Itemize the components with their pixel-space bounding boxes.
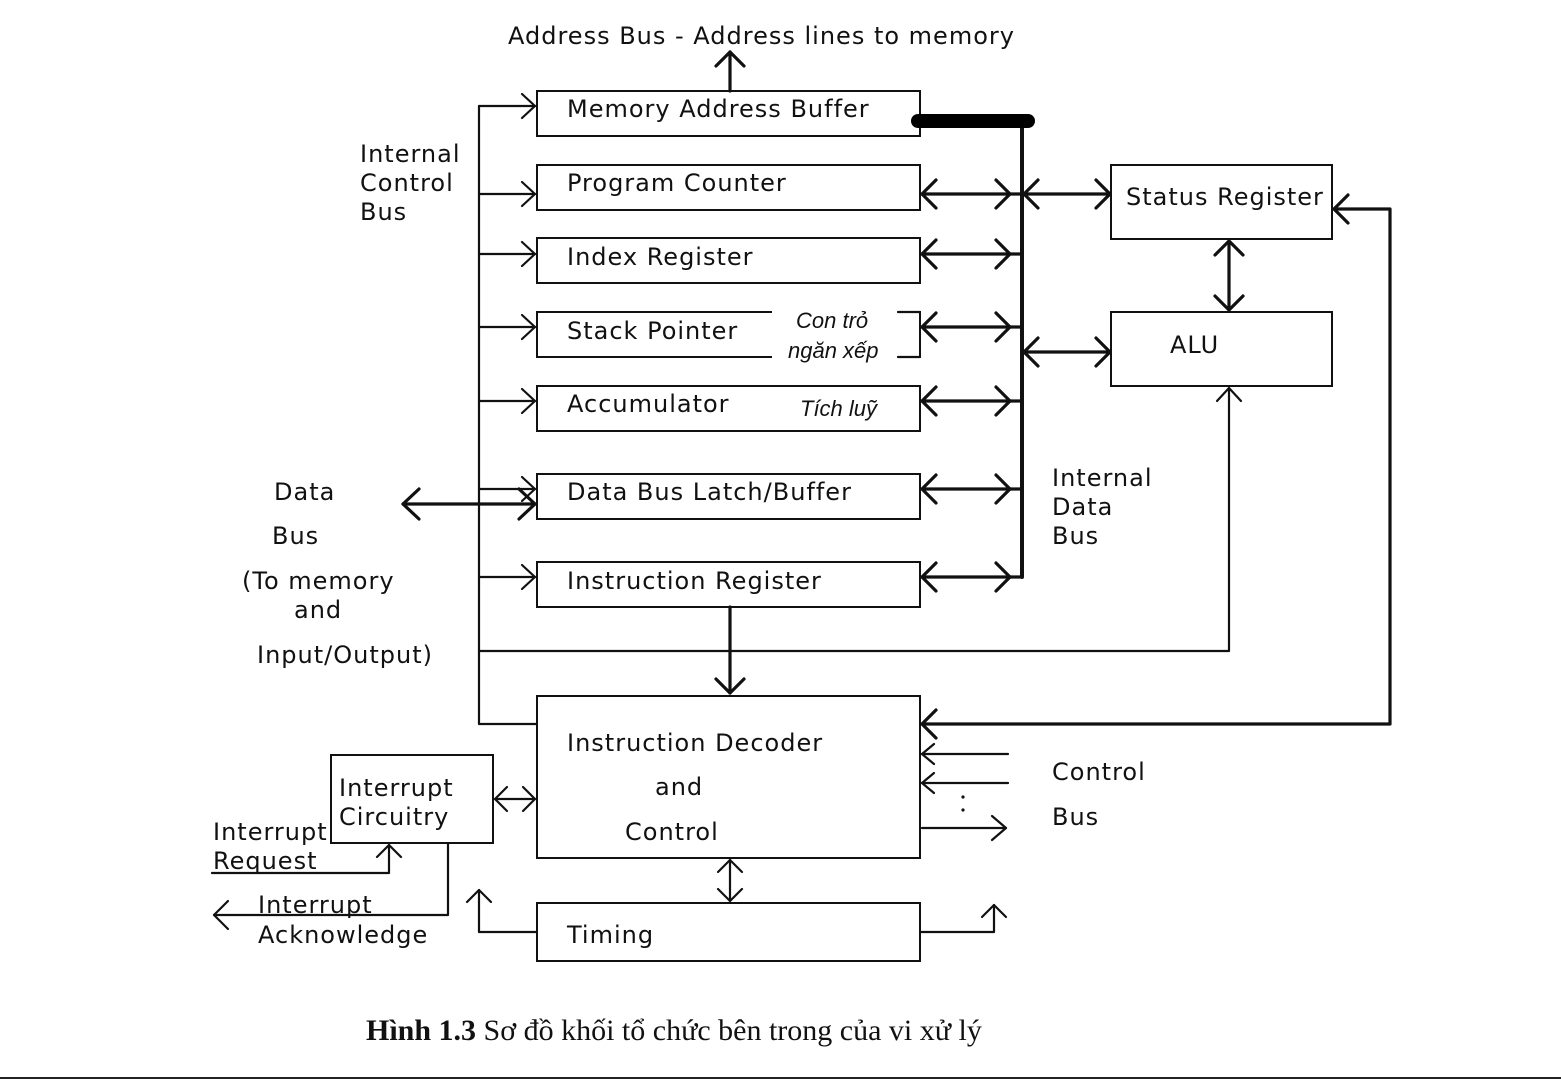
data-bus-label-1: Data (274, 478, 335, 506)
alu-label: ALU (1170, 331, 1219, 359)
index-register-box (536, 237, 921, 284)
address-bus-label: Address Bus - Address lines to memory (508, 22, 1015, 50)
index-register-label: Index Register (567, 243, 754, 271)
interrupt-acknowledge-label-1: Interrupt (258, 891, 373, 919)
stack-pointer-note-gap (772, 305, 898, 365)
status-alu-link (1213, 239, 1245, 312)
internal-data-bus-label-1: Internal (1052, 464, 1153, 492)
accumulator-note: Tích luỹ (800, 396, 879, 421)
address-bus-arrow (714, 50, 746, 93)
interrupt-acknowledge-label-2: Acknowledge (258, 921, 428, 949)
data-bus-latch-box (536, 473, 921, 520)
interrupt-request-label-1: Interrupt (213, 818, 328, 846)
timing-output-lines (465, 888, 1008, 934)
data-bus-label-4: and (294, 596, 342, 624)
instruction-decoder-box (536, 695, 921, 859)
data-bus-label-3: (To memory (242, 567, 395, 595)
instruction-register-label: Instruction Register (567, 567, 822, 595)
interrupt-circuitry-label-2: Circuitry (339, 803, 449, 831)
decoder-label-2: and (655, 773, 703, 801)
accumulator-label: Accumulator (567, 390, 730, 418)
status-register-box (1110, 164, 1333, 240)
interrupt-request-label-2: Request (213, 847, 318, 875)
accumulator-box (536, 385, 921, 432)
data-bus-latch-label: Data Bus Latch/Buffer (567, 478, 852, 506)
ir-to-decoder-arrow (714, 605, 746, 695)
interrupt-circuitry-label-1: Interrupt (339, 774, 454, 802)
internal-data-bus-label-3: Bus (1052, 522, 1099, 550)
data-bus-label-5: Input/Output) (257, 641, 433, 669)
decoder-label-3: Control (625, 818, 719, 846)
stack-pointer-label: Stack Pointer (567, 317, 738, 345)
decoder-status-feedback (920, 193, 1392, 740)
internal-control-bus-label-2: Control (360, 169, 454, 197)
internal-control-bus-label-3: Bus (360, 198, 407, 226)
interrupt-decoder-link (493, 785, 537, 813)
pc-label: Program Counter (567, 169, 787, 197)
internal-data-bus (911, 114, 1112, 593)
status-register-label: Status Register (1126, 183, 1324, 211)
register-blocks (330, 90, 1333, 962)
figure-caption-number: Hình 1.3 (366, 1014, 476, 1047)
figure-caption: Hình 1.3 Sơ đồ khối tổ chức bên trong củ… (366, 1014, 982, 1047)
interrupt-signal-lines (210, 841, 450, 931)
stack-pointer-note-1: Con trỏ (796, 308, 868, 333)
decoder-timing-link (716, 858, 744, 903)
data-bus-label-2: Bus (272, 522, 319, 550)
figure-caption-text: Sơ đồ khối tổ chức bên trong của vi xử l… (476, 1014, 982, 1047)
external-data-bus-arrow (401, 487, 537, 521)
stack-pointer-note-2: ngăn xếp (788, 338, 879, 363)
control-bus-label-2: Bus (1052, 803, 1099, 831)
bottom-rule (0, 1077, 1561, 1079)
memory-address-buffer-box (536, 90, 921, 137)
control-bus-lines (920, 742, 1010, 842)
timing-label: Timing (566, 921, 654, 949)
mab-label: Memory Address Buffer (567, 95, 870, 123)
control-bus-label-1: Control (1052, 758, 1146, 786)
alu-box (1110, 311, 1333, 387)
interrupt-circuitry-box (330, 754, 494, 844)
program-counter-box (536, 164, 921, 211)
decoder-label-1: Instruction Decoder (567, 729, 823, 757)
internal-control-bus-label-1: Internal (360, 140, 461, 168)
internal-data-bus-label-2: Data (1052, 493, 1113, 521)
